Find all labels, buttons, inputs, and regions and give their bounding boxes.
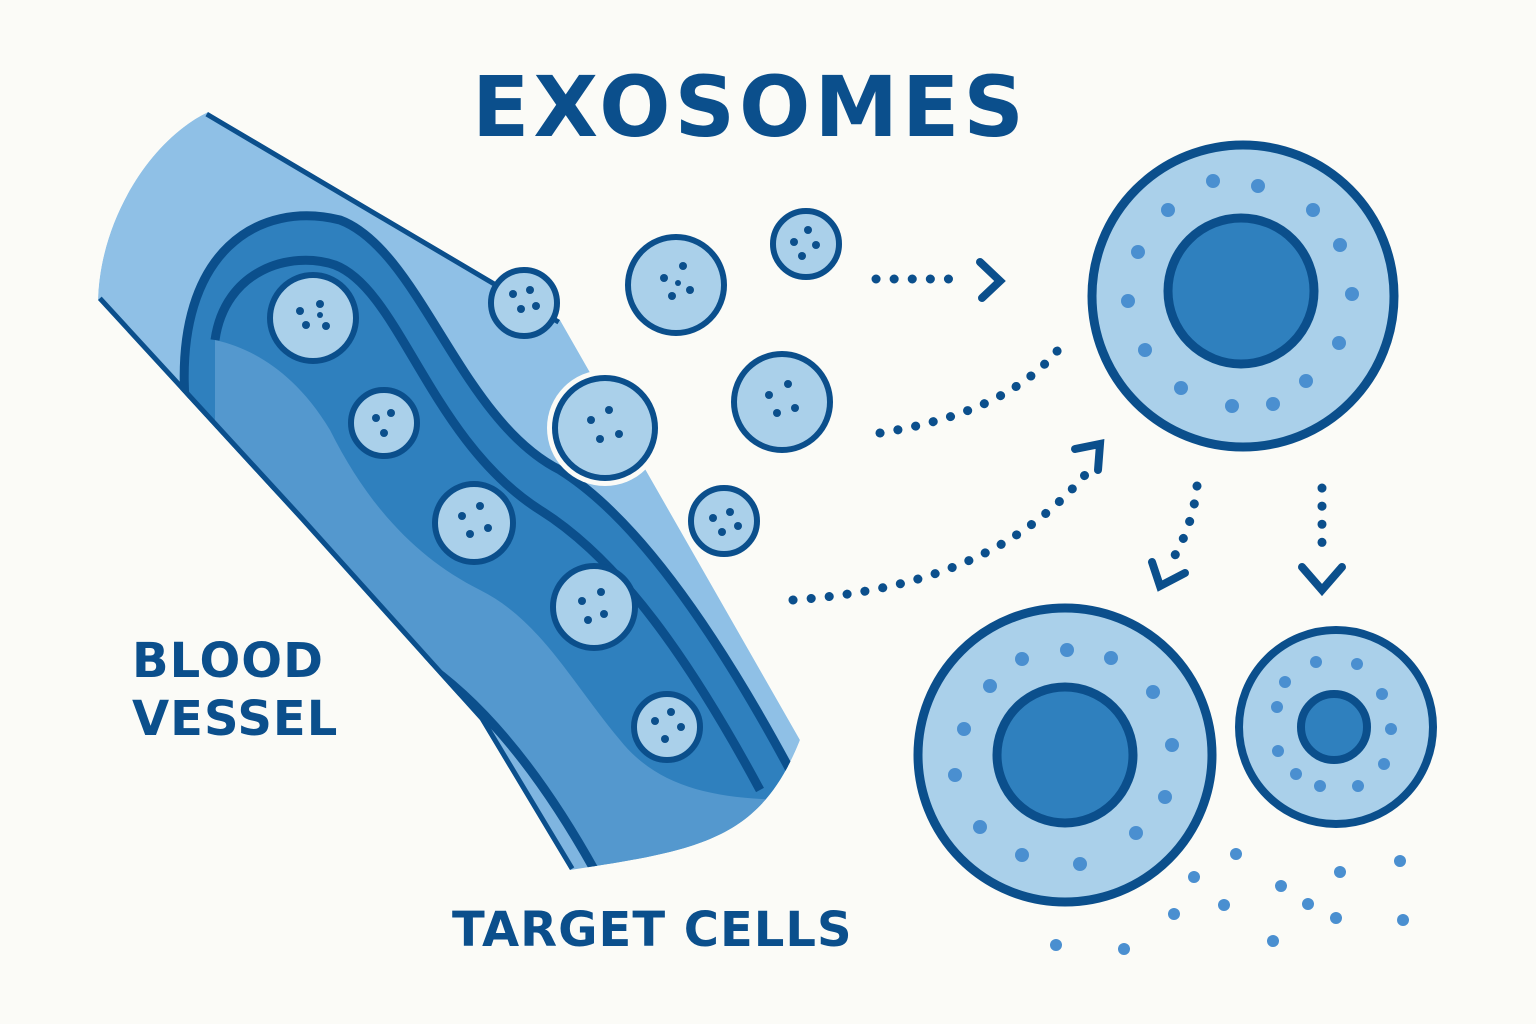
cell-nucleus (992, 682, 1138, 828)
cell-nucleus (1163, 213, 1319, 369)
blood-vessel-label: BLOOD VESSEL (132, 632, 338, 748)
arrow-head (1071, 439, 1105, 474)
released-particles (1050, 848, 1409, 955)
exosome (631, 691, 703, 763)
exosome (267, 272, 359, 364)
vessel-exosomes (267, 272, 703, 763)
free-exosomes (488, 208, 842, 557)
exosome-cargo (296, 226, 820, 743)
exosome (731, 351, 833, 453)
dotted-arrows (788, 258, 1346, 605)
exosome (770, 208, 842, 280)
blood-vessel-label-line1: BLOOD (132, 633, 324, 689)
blood-vessel-label-line2: VESSEL (132, 691, 339, 747)
exosome (688, 485, 760, 557)
exosome (348, 387, 420, 459)
target-cell-large (1087, 140, 1399, 452)
arrow-head (1148, 558, 1189, 592)
exosome (488, 267, 560, 339)
target-cells-label: TARGET CELLS (452, 902, 853, 958)
arrow-path (875, 345, 1063, 438)
vessel-inner-wall-1 (179, 211, 794, 773)
arrow-path (1167, 481, 1202, 565)
arrow-path (788, 470, 1090, 605)
exosome (432, 481, 516, 565)
exosome (550, 563, 638, 651)
blood-flow-wave (215, 340, 800, 870)
cell-granules (948, 174, 1397, 871)
exosome (552, 375, 658, 481)
vessel-inner-wall-2 (210, 255, 764, 793)
cell-nucleus (1297, 690, 1371, 764)
diagram-title: EXOSOMES (472, 58, 1028, 156)
arrow-head (1298, 563, 1346, 597)
arrow-head (976, 258, 1006, 302)
target-cell-small (1235, 626, 1437, 828)
